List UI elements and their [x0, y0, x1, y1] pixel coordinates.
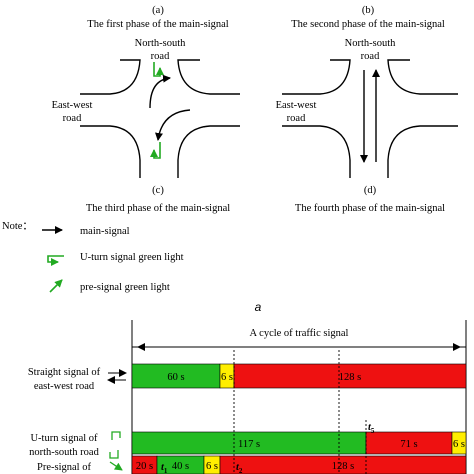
row2-segment-duration-label: 117 s: [238, 439, 260, 450]
row3-segment-duration-label: 40 s: [172, 461, 189, 472]
phase-divider-lines: [233, 350, 367, 474]
phase-a-uturn-green-icon-top: [153, 62, 164, 77]
marker-t1: t1: [161, 462, 168, 474]
row3-red-segment: [219, 455, 467, 474]
row2-uturn-icon-bottom: [109, 450, 119, 459]
row3-segment-duration-label: 20 s: [136, 461, 153, 472]
row1-segment-duration-label: 60 s: [167, 372, 184, 383]
phase-a-ew-label-1: East-west: [52, 100, 93, 111]
timing-diagram: A cycle of traffic signal 60 s 6 s 128 s 11…: [28, 320, 467, 474]
phase-a-letter: (a): [152, 5, 164, 16]
phase-c-title: The third phase of the main-signal: [86, 203, 230, 214]
legend-pre-signal-label: pre-signal green light: [80, 282, 170, 293]
row3-label-line1: Pre-signal of: [37, 462, 91, 473]
row1-red-segment: [233, 363, 467, 389]
phase-a-panel: (a) The first phase of the main-signal N…: [52, 5, 240, 178]
phase-d-letter: (d): [364, 185, 377, 196]
phase-a-title: The first phase of the main-signal: [87, 19, 228, 30]
legend: Note： main-signal U-turn signal green li…: [2, 221, 184, 293]
marker-t2: t2: [236, 462, 243, 474]
phase-b-panel: (b) The second phase of the main-signal …: [276, 5, 458, 178]
row2-label-line1: U-turn signal of: [30, 433, 98, 444]
phase-a-uturn-green-icon-bottom: [150, 142, 161, 159]
phase-a-road-outline: [80, 59, 240, 178]
row1-label-line2: east-west road: [34, 381, 95, 392]
phase-b-ew-label-2: road: [287, 113, 306, 124]
row2-yellow-segment: [451, 431, 467, 455]
row1-label-line1: Straight signal of: [28, 367, 101, 378]
row3-pre-signal-arrow-icon: [109, 461, 123, 471]
row3-segment-duration-label: 6 s: [206, 461, 218, 472]
row2-segment-duration-label: 6 s: [453, 439, 465, 450]
phase-a-ew-label-2: road: [63, 113, 82, 124]
row1-green-segment: [131, 363, 221, 389]
phase-a-left-turn-arrow-2: [155, 109, 191, 141]
phase-b-title: The second phase of the main-signal: [291, 19, 445, 30]
marker-t5: t5: [368, 422, 375, 435]
segments-layer: 60 s 6 s 128 s 117 s 71 s 6 s 20 s 40 s 6 s 128 s: [131, 363, 467, 474]
uturn-green-light-icon: [47, 255, 64, 266]
row1-segment-duration-label: 128 s: [339, 372, 361, 383]
phase-b-ns-label-2: road: [361, 51, 380, 62]
row3-segment-duration-label: 128 s: [332, 461, 354, 472]
phase-c-letter: (c): [152, 185, 164, 196]
phase-b-ns-label-1: North-south: [345, 38, 396, 49]
phase-a-left-turn-arrow-1: [149, 74, 171, 109]
row2-label-line2: north-south road: [29, 447, 99, 458]
cycle-title: A cycle of traffic signal: [250, 328, 349, 339]
phase-d-title: The fourth phase of the main-signal: [295, 203, 445, 214]
timing-panel-label: a: [255, 300, 262, 314]
phase-b-letter: (b): [362, 5, 375, 16]
phase-b-road-outline: [282, 59, 458, 178]
legend-uturn-label: U-turn signal green light: [80, 252, 184, 263]
row2-uturn-icon-top: [111, 431, 121, 440]
row1-segment-duration-label: 6 s: [221, 372, 233, 383]
pre-signal-green-arrow-icon: [49, 279, 63, 293]
phase-a-ns-label-2: road: [151, 51, 170, 62]
phase-a-ns-label-1: North-south: [135, 38, 186, 49]
legend-main-signal-label: main-signal: [80, 226, 130, 237]
row2-segment-duration-label: 71 s: [400, 439, 417, 450]
legend-note-label: Note：: [2, 221, 33, 232]
phase-b-ew-label-1: East-west: [276, 100, 317, 111]
